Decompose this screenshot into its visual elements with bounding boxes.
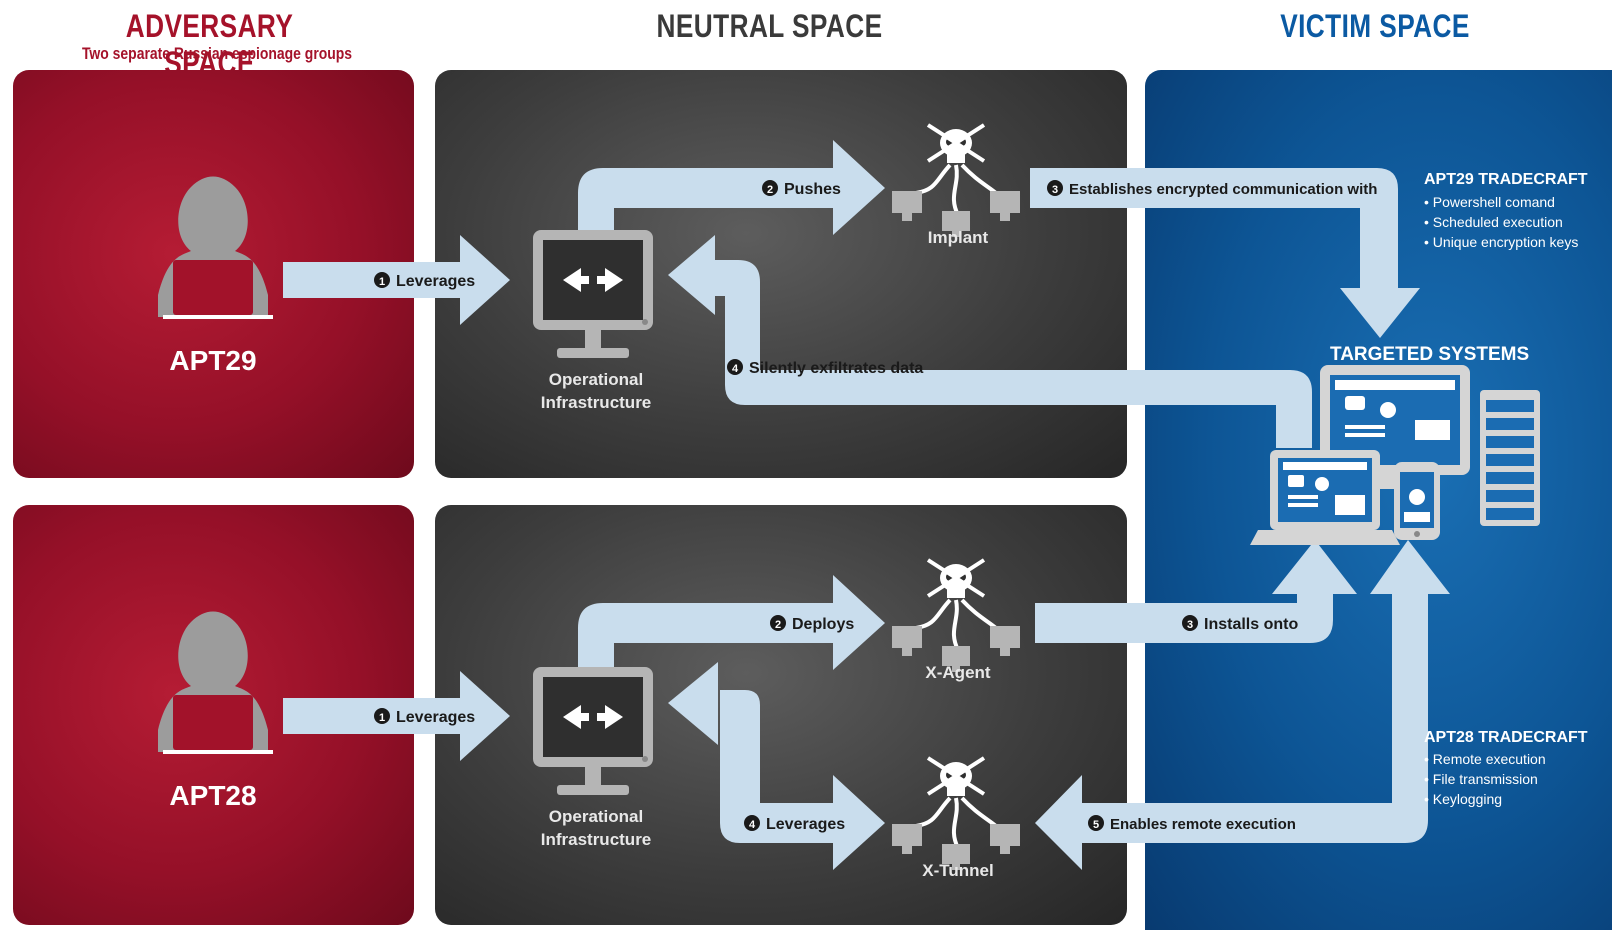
apt28-leverages-arrow — [283, 671, 510, 761]
adversary-space-header: ADVERSARY SPACE — [125, 8, 294, 81]
apt29-pushes-arrow — [578, 140, 885, 235]
apt29-tradecraft-item: • Powershell comand — [1424, 194, 1555, 210]
implant-label: Implant — [928, 228, 989, 247]
apt28-deploys-arrow — [578, 575, 885, 670]
apt28-step4-label: Leverages — [766, 816, 845, 833]
apt28-tradecraft-item: • Remote execution — [1424, 751, 1546, 767]
desktop-display-icon — [1320, 365, 1470, 489]
adversary-space-subtitle: Two separate Russian espionage groups — [81, 44, 353, 63]
apt28-step2-number: 2 — [775, 619, 781, 631]
apt28-installs-arrow — [1035, 540, 1357, 643]
targeted-systems-title: TARGETED SYSTEMS — [1330, 344, 1529, 365]
apt28-step1-number: 1 — [379, 712, 385, 724]
apt28-step5-label: Enables remote execution — [1110, 816, 1296, 833]
apt28-step3-label: Installs onto — [1204, 616, 1298, 633]
apt29-tradecraft-item: • Unique encryption keys — [1424, 234, 1578, 250]
apt29-exfiltrates-arrow — [668, 235, 1312, 448]
apt29-tradecraft-title: APT29 TRADECRAFT — [1424, 171, 1588, 188]
apt29-step2-label: Pushes — [784, 181, 841, 198]
apt29-step4-number: 4 — [732, 363, 739, 375]
xagent-label: X-Agent — [925, 663, 991, 682]
xtunnel-label: X-Tunnel — [922, 861, 993, 880]
apt28-group-name: APT28 — [169, 780, 256, 811]
apt29-group-name: APT29 — [169, 345, 256, 376]
apt29-infrastructure-label-line1: Operational — [549, 370, 643, 389]
neutral-space-header: NEUTRAL SPACE — [656, 8, 883, 44]
apt29-step3-number: 3 — [1052, 184, 1058, 196]
apt28-infrastructure-label-line2: Infrastructure — [541, 830, 652, 849]
apt28-hacker-icon — [158, 611, 273, 754]
apt29-infrastructure-label-line2: Infrastructure — [541, 393, 652, 412]
apt29-tradecraft-item: • Scheduled execution — [1424, 214, 1563, 230]
apt28-step3-number: 3 — [1187, 619, 1193, 631]
apt28-infrastructure-monitor-icon — [533, 667, 653, 795]
xtunnel-skull-crossbones-icon — [890, 756, 1022, 872]
apt29-establishes-arrow — [1030, 168, 1420, 338]
apt28-infrastructure-label-line1: Operational — [549, 807, 643, 826]
laptop-icon — [1250, 450, 1400, 545]
targeted-systems-icon — [1250, 365, 1540, 545]
apt28-enables-arrow — [1035, 540, 1450, 870]
apt29-hacker-icon — [158, 176, 273, 319]
apt28-step1-label: Leverages — [396, 709, 475, 726]
apt28-tradecraft-title: APT28 TRADECRAFT — [1424, 729, 1588, 746]
server-icon — [1480, 390, 1540, 526]
apt29-step4-label: Silently exfiltrates data — [749, 360, 923, 377]
apt29-step3-label: Establishes encrypted communication with — [1069, 181, 1377, 198]
implant-skull-crossbones-icon — [890, 123, 1022, 239]
xagent-skull-crossbones-icon — [890, 558, 1022, 674]
victim-space-header: VICTIM SPACE — [1280, 8, 1470, 44]
apt28-leverages-tunnel-arrow — [720, 690, 885, 870]
apt29-step2-number: 2 — [767, 184, 773, 196]
apt29-infrastructure-monitor-icon — [533, 230, 653, 358]
apt28-step4-number: 4 — [749, 819, 756, 831]
apt28-tradecraft-item: • Keylogging — [1424, 791, 1502, 807]
apt29-step1-label: Leverages — [396, 273, 475, 290]
apt28-tradecraft-item: • File transmission — [1424, 771, 1538, 787]
apt28-step2-label: Deploys — [792, 616, 854, 633]
apt29-leverages-arrow — [283, 235, 510, 325]
apt28-leverages-tunnel-arrowhead — [668, 662, 718, 745]
phone-icon — [1394, 462, 1440, 540]
apt28-step5-number: 5 — [1093, 819, 1099, 831]
apt29-step1-number: 1 — [379, 276, 385, 288]
